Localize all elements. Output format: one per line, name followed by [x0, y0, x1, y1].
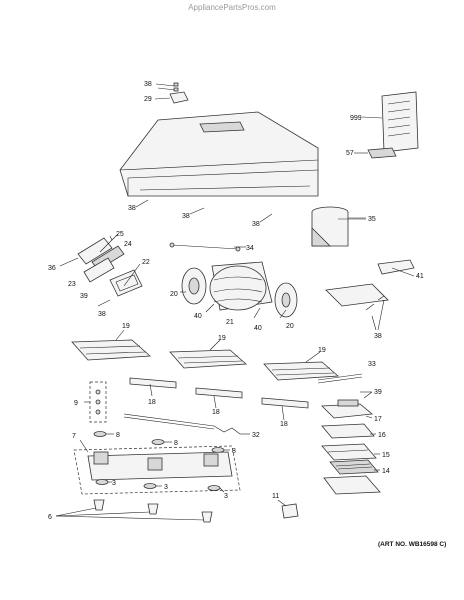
- part-15-tray: [321, 443, 377, 461]
- callout-39: 39: [374, 389, 382, 396]
- callout-8: 8: [116, 432, 120, 439]
- callout-25: 25: [116, 231, 124, 238]
- part-32-harness: [123, 413, 241, 435]
- screws-top: [155, 82, 179, 92]
- control-board-assembly: [59, 235, 125, 283]
- hood-screws: [135, 199, 273, 223]
- part-8-grommets: [93, 431, 225, 453]
- callout-40: 40: [194, 313, 202, 320]
- callout-29: 29: [144, 96, 152, 103]
- part-18-rail-right: [261, 397, 309, 409]
- callout-16: 16: [378, 432, 386, 439]
- part-11-clip: [277, 499, 299, 519]
- callout-14: 14: [382, 468, 390, 475]
- part-19-filter-left: [71, 339, 151, 361]
- callout-3: 3: [112, 480, 116, 487]
- callout-19: 19: [122, 323, 130, 330]
- callout-7: 7: [72, 433, 76, 440]
- part-18-rail-mid: [195, 387, 243, 399]
- callout-39: 39: [80, 293, 88, 300]
- part-38-screw-mid: [97, 299, 111, 307]
- callout-38: 38: [252, 221, 260, 228]
- part-16-plate: [321, 423, 375, 439]
- callout-18: 18: [148, 399, 156, 406]
- part-17-bracket: [321, 399, 373, 419]
- callout-36: 36: [48, 265, 56, 272]
- callout-21: 21: [226, 319, 234, 326]
- callout-57: 57: [346, 150, 354, 157]
- callout-9: 9: [74, 400, 78, 407]
- callout-3: 3: [224, 493, 228, 500]
- bottom-right-piece: [323, 475, 381, 495]
- callout-33: 33: [368, 361, 376, 368]
- part-9-kit: [89, 381, 107, 423]
- part-14-vent: [329, 459, 379, 475]
- callout-labels: 38 29 999 57 38 38 38 35 25 24 34 36 22 …: [48, 81, 424, 521]
- callout-38: 38: [98, 311, 106, 318]
- callout-38: 38: [144, 81, 152, 88]
- callout-22: 22: [142, 259, 150, 266]
- callout-34: 34: [246, 245, 254, 252]
- callout-6: 6: [48, 514, 52, 521]
- callout-20: 20: [170, 291, 178, 298]
- hood-body: [119, 111, 319, 197]
- callout-41: 41: [416, 273, 424, 280]
- callout-15: 15: [382, 452, 390, 459]
- callout-32: 32: [252, 432, 260, 439]
- callout-38: 38: [128, 205, 136, 212]
- watermark: AppliancePartsPros.com: [188, 3, 276, 12]
- callout-11: 11: [272, 493, 279, 500]
- art-number: (ART NO. WB16598 C): [378, 541, 447, 548]
- callout-23: 23: [68, 281, 76, 288]
- callout-18: 18: [280, 421, 288, 428]
- callout-8: 8: [232, 448, 236, 455]
- leader-lines: [79, 218, 415, 493]
- part-57-label: [354, 147, 397, 159]
- callout-8: 8: [174, 440, 178, 447]
- part-29-bracket: [154, 91, 189, 104]
- part-35-damper: [311, 206, 366, 247]
- callout-24: 24: [124, 241, 132, 248]
- callout-19: 19: [318, 347, 326, 354]
- part-6-knobs: [55, 499, 213, 523]
- part-20-wheel-right: [274, 282, 298, 318]
- part-19-filter-right: [263, 361, 339, 381]
- part-41-cover: [377, 259, 415, 275]
- callout-19: 19: [218, 335, 226, 342]
- callout-40: 40: [254, 325, 262, 332]
- part-19-filter-mid: [169, 349, 247, 369]
- part-33-rod: [317, 373, 363, 384]
- part-21-blower: [209, 261, 273, 311]
- callout-3: 3: [164, 484, 168, 491]
- callout-17: 17: [374, 416, 382, 423]
- part-34-wire: [169, 242, 241, 252]
- part-18-rail-left: [129, 377, 177, 389]
- part-20-wheel-left: [181, 267, 207, 305]
- callout-35: 35: [368, 216, 376, 223]
- callout-38: 38: [182, 213, 190, 220]
- callout-20: 20: [286, 323, 294, 330]
- callout-999: 999: [350, 115, 362, 122]
- callout-38: 38: [374, 333, 382, 340]
- light-panel: [325, 283, 389, 311]
- part-7-base-assembly: [73, 445, 241, 495]
- part-999-manual: [361, 91, 419, 153]
- callout-18: 18: [212, 409, 220, 416]
